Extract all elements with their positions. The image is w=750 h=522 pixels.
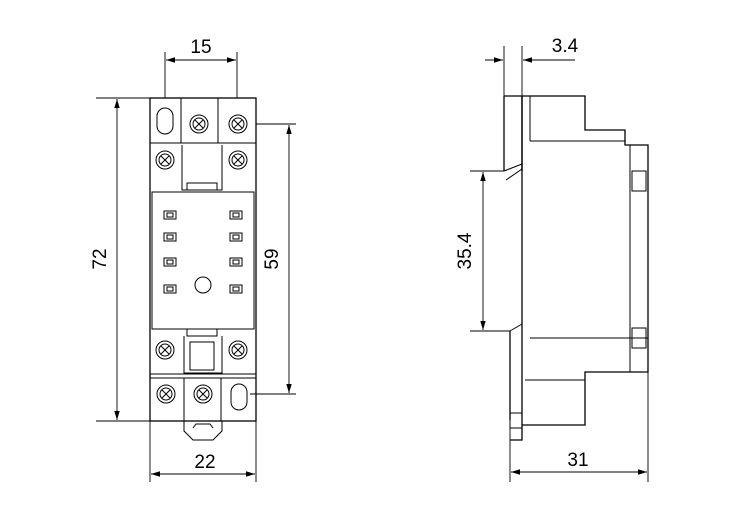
socket-body xyxy=(149,97,257,422)
front-view xyxy=(149,97,257,441)
mounting-hole-top xyxy=(156,107,174,135)
dim-label-72: 72 xyxy=(90,248,111,269)
dim-label-31: 31 xyxy=(567,450,588,471)
dim-label-15: 15 xyxy=(190,37,211,58)
side-dimensions: 3.4 35.4 31 xyxy=(455,36,649,482)
screw-terminal-icon xyxy=(155,340,175,360)
latch-slot-bottom xyxy=(186,328,218,337)
pin-slot xyxy=(163,232,177,242)
side-view xyxy=(503,95,649,441)
dim-label-35-4: 35.4 xyxy=(455,232,476,269)
screw-terminal-icon xyxy=(228,150,248,170)
latch-slot-top xyxy=(186,182,218,191)
pin-slot xyxy=(163,284,177,294)
pin-slot xyxy=(163,257,177,267)
center-hole xyxy=(194,276,212,294)
pin-slot xyxy=(229,284,243,294)
pin-slot xyxy=(229,210,243,220)
screw-terminal-icon xyxy=(156,384,176,404)
pin-slot xyxy=(229,232,243,242)
side-terminal xyxy=(631,170,647,192)
pin-slot xyxy=(229,257,243,267)
screw-terminal-icon xyxy=(189,114,209,134)
front-dimensions: 15 72 59 22 xyxy=(90,37,296,482)
screw-terminal-icon xyxy=(228,114,248,134)
screw-terminal-icon xyxy=(193,384,213,404)
dim-label-59: 59 xyxy=(262,248,283,269)
din-clip xyxy=(183,421,223,441)
mounting-hole-bottom xyxy=(230,383,248,411)
side-body xyxy=(510,96,523,441)
side-clip xyxy=(509,412,523,429)
pin-slot xyxy=(163,210,177,220)
dim-label-3-4: 3.4 xyxy=(552,36,579,57)
screw-terminal-icon xyxy=(155,150,175,170)
screw-terminal-icon xyxy=(228,340,248,360)
side-terminal xyxy=(631,327,647,349)
dim-label-22: 22 xyxy=(194,452,215,473)
